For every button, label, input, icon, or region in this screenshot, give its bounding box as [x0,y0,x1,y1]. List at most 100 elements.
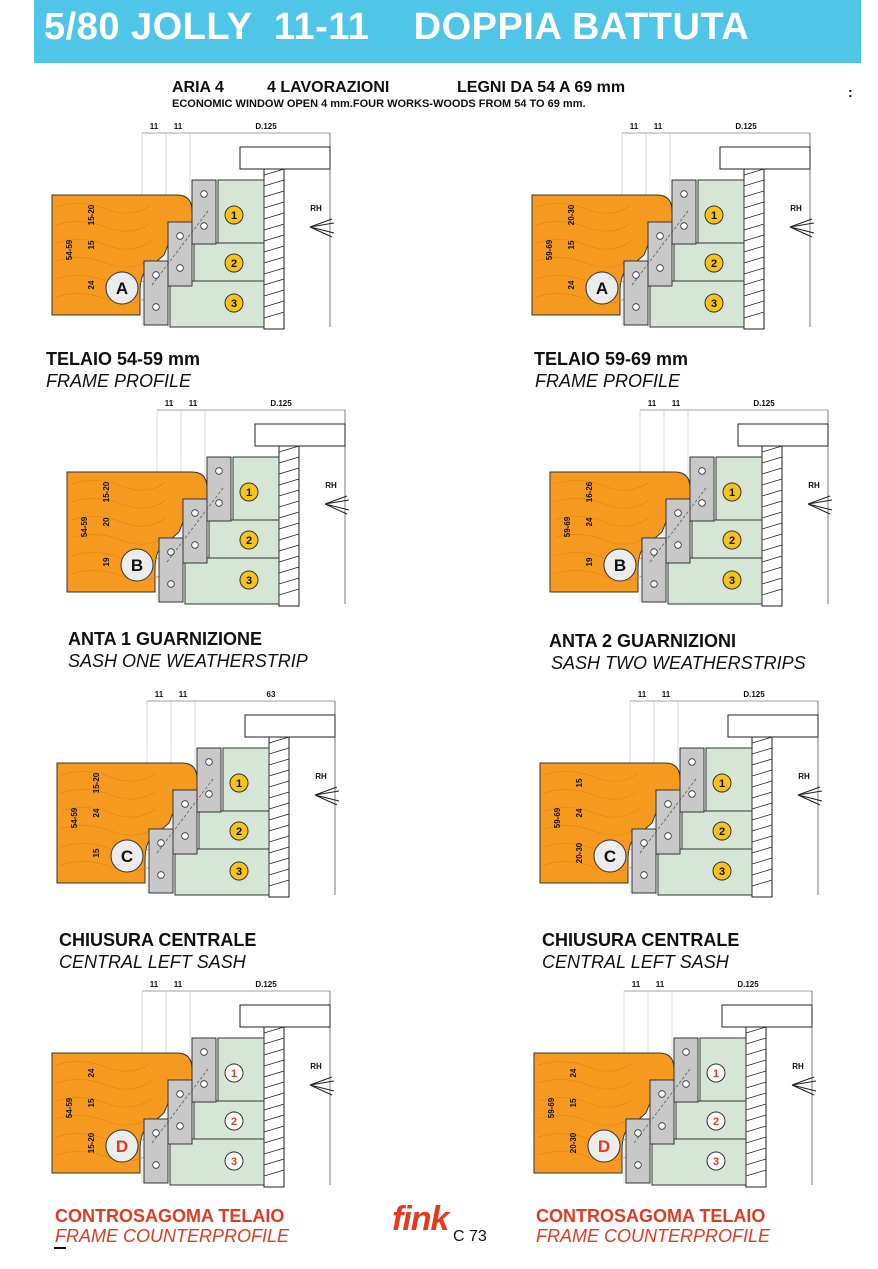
segment-label: 15-20 [87,204,96,225]
page-number: C 73 [453,1228,487,1245]
caption-italian: TELAIO 59-69 mm [534,349,689,369]
shaft-hatch [745,1048,767,1056]
footer-tick [54,1247,66,1249]
shaft-hatch [263,267,285,275]
cutter-number-badge [712,821,732,841]
shaft-hatch [745,1059,767,1067]
cutter-number-badge [706,1111,726,1131]
shaft-hatch [268,802,290,810]
rotation-label: RH [808,481,820,490]
wood-grain [55,1151,152,1162]
shaft-hatch [278,577,300,585]
cut-path [649,487,707,563]
thickness-label: 54-59 [70,807,79,828]
cutter-number: 1 [231,210,237,222]
screw-icon [167,548,175,556]
cutter-number: 2 [236,826,242,838]
shaft-hatch [263,1147,285,1155]
cutter-body [667,557,763,605]
wood-grain [55,1097,152,1108]
wood-workpiece [533,1052,675,1174]
wood-workpiece [51,194,193,316]
cutter-number: 2 [729,535,735,547]
cutter-number: 1 [719,778,725,790]
dim-label: 11 [174,980,183,989]
profile-letter-badge [603,548,637,582]
cut-path [633,1068,691,1144]
shaft-hatch [263,1026,285,1034]
screw-icon [200,190,208,198]
wood-grain [543,861,640,872]
caption-english: CENTRAL LEFT SASH [59,952,246,972]
wood-workpiece [66,471,208,593]
wood-grain [537,1079,634,1090]
rotation-label: RH [310,204,322,213]
profile-letter: D [116,1137,128,1156]
knife-insert [191,1037,217,1103]
segment-label: 15-20 [87,1132,96,1153]
shaft-hatch [751,758,773,766]
rotation-arrow-icon [791,1076,817,1096]
cutter-number: 2 [246,535,252,547]
shaft-hatch [268,813,290,821]
wood-workpiece [531,194,673,316]
screw-icon [680,190,688,198]
screw-icon [200,222,208,230]
profile-letter-badge [105,1129,139,1163]
shaft-hatch [743,223,765,231]
thickness-label: 59-69 [547,1097,556,1118]
cutter-number: 1 [711,210,717,222]
spindle-collar [737,423,829,447]
cutter-number: 1 [729,487,735,499]
profile-letter: A [596,279,608,298]
caption-italian: ANTA 2 GUARNIZIONI [549,631,736,651]
cutter-number-badge [706,1063,726,1083]
segment-label: 15-20 [102,481,111,502]
cutter-number-badge [229,773,249,793]
cutter-number: 1 [231,1068,237,1080]
wood-grain [543,825,640,836]
cutter-number: 1 [236,778,242,790]
profile-letter: D [598,1137,610,1156]
wood-grain [537,1115,634,1126]
wood-grain [60,861,157,872]
cutter-number: 2 [719,826,725,838]
shaft-hatch [268,736,290,744]
shaft-hatch [743,256,765,264]
shaft-hatch [268,747,290,755]
cutter-number-badge [722,530,742,550]
knife-insert [206,456,232,522]
cutter-number-badge [704,253,724,273]
diameter-label: D.125 [735,122,757,131]
caption-english: SASH ONE WEATHERSTRIP [68,651,308,671]
wood-grain [60,807,157,818]
shaft-hatch [751,747,773,755]
cutter-number-badge [224,1151,244,1171]
wood-grain [535,221,632,232]
screw-icon [632,303,640,311]
shaft-hatch [743,168,765,176]
cutter-number-badge [239,482,259,502]
shaft-hatch [743,234,765,242]
screw-icon [152,1129,160,1137]
rotation-arrow-icon [807,495,833,515]
dim-label: 11 [672,399,681,408]
segment-label: 15 [87,1098,96,1107]
wood-grain [60,789,157,800]
wood-grain [543,807,640,818]
diameter-label: D.125 [255,980,277,989]
screw-icon [698,499,706,507]
cutter-body [657,848,753,896]
shaft-hatch [743,179,765,187]
shaft-hatch [278,522,300,530]
shaft-hatch [761,588,783,596]
wood-grain [543,843,640,854]
shaft-hatch [268,758,290,766]
shaft-hatch [263,1059,285,1067]
segment-label: 15 [92,848,101,857]
cutter-number-badge [722,570,742,590]
